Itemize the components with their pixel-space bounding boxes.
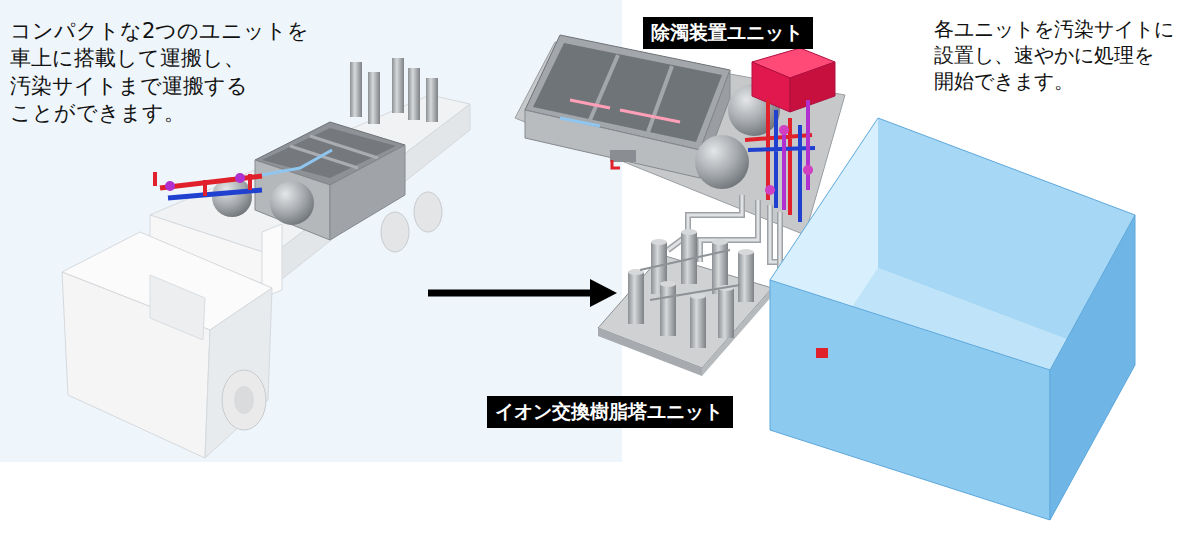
- resin-columns: [712, 239, 728, 245]
- unit-label-box: 除濁装置ユニット: [643, 17, 813, 49]
- water-tank: [1050, 215, 1135, 520]
- ion-exchange-unit: [640, 250, 740, 300]
- turbidity-unit: [570, 100, 680, 122]
- unit-name: イオン交換樹脂塔ユニット: [495, 400, 723, 424]
- water-tank: [770, 118, 1135, 520]
- truck-cargo: [350, 62, 362, 117]
- transport-arrow: [428, 279, 617, 307]
- water-tank: [770, 280, 1050, 520]
- resin-columns: [718, 288, 734, 338]
- truck: [222, 370, 266, 430]
- truck-cargo: [155, 172, 250, 196]
- turbidity-unit: [610, 150, 636, 162]
- resin-columns: [738, 252, 754, 302]
- turbidity-unit: [612, 160, 620, 168]
- description-text: 各ユニットを汚染サイトに 設置し、速やかに処理を 開始できます。: [934, 16, 1192, 94]
- truck-cargo: [368, 72, 380, 124]
- truck-cargo: [255, 160, 330, 240]
- resin-columns: [628, 272, 644, 324]
- turbidity-unit: [752, 62, 790, 112]
- truck-cargo: [235, 173, 245, 183]
- turbidity-unit: [803, 165, 813, 175]
- truck-cargo: [408, 68, 420, 120]
- turbidity-unit: [784, 100, 808, 210]
- truck: [234, 386, 254, 414]
- turbidity-unit: [765, 185, 775, 195]
- truck: [205, 288, 272, 458]
- truck-cargo: [330, 145, 405, 240]
- description-text: コンパクトな2つのユニットを 車上に搭載して運搬し、 汚染サイトまで運搬する こ…: [10, 18, 310, 127]
- resin-columns: [681, 229, 697, 235]
- truck: [62, 95, 470, 458]
- truck-cargo: [160, 176, 262, 188]
- water-tank: [770, 118, 1135, 280]
- connecting-pipes: [700, 200, 758, 262]
- resin-columns: [651, 239, 667, 245]
- connecting-pipes: [700, 200, 758, 262]
- ion-exchange-unit: [598, 229, 772, 376]
- truck-cargo: [392, 58, 404, 113]
- truck-cargo: [426, 78, 438, 122]
- truck-cargo: [165, 181, 175, 191]
- turbidity-unit: [560, 118, 600, 126]
- turbidity-unit: [779, 125, 789, 135]
- truck-cargo: [290, 136, 378, 168]
- resin-columns: [690, 296, 706, 348]
- truck: [381, 212, 409, 252]
- resin-columns: [628, 229, 754, 348]
- unit-label-box: イオン交換樹脂塔ユニット: [487, 396, 733, 428]
- truck: [414, 192, 442, 232]
- turbidity-unit: [695, 135, 749, 189]
- resin-columns: [660, 284, 676, 336]
- resin-columns: [660, 281, 676, 287]
- truck-cargo: [262, 150, 332, 175]
- transport-arrow: [590, 279, 617, 307]
- background-panel: [0, 0, 622, 462]
- turbidity-unit: [515, 35, 845, 235]
- truck: [150, 275, 205, 340]
- truck-cargo: [270, 181, 314, 225]
- turbidity-unit: [790, 62, 835, 112]
- truck-cargo: [168, 190, 262, 198]
- pipe-outlet: [816, 348, 828, 358]
- turbidity-unit: [515, 42, 845, 235]
- resin-columns: [738, 249, 754, 255]
- unit-name: 除濁装置ユニット: [651, 21, 803, 45]
- turbidity-unit: [590, 55, 672, 132]
- truck: [62, 272, 210, 458]
- transport-arrow: [428, 290, 594, 297]
- ion-exchange-unit: [702, 288, 772, 376]
- ion-exchange-unit: [598, 328, 702, 376]
